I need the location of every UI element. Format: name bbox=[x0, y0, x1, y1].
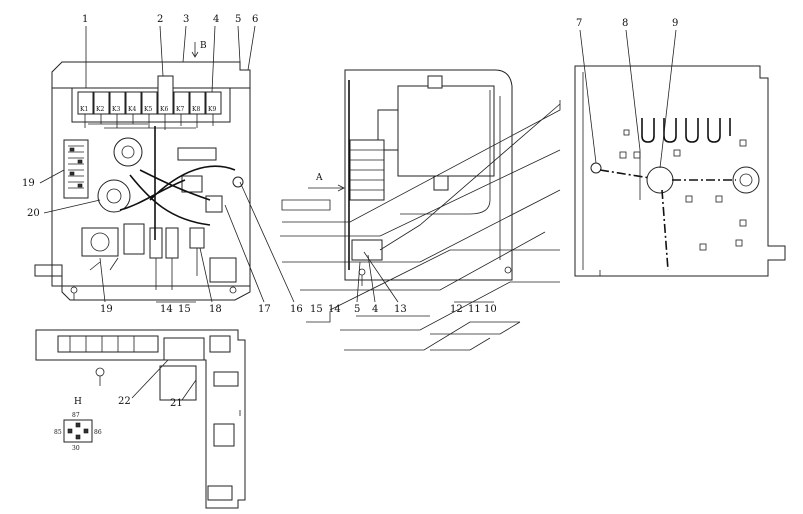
callout-5-center: 5 bbox=[354, 304, 360, 315]
relay-label-k9: K9 bbox=[208, 106, 216, 113]
callout-14-center: 14 bbox=[328, 304, 341, 315]
relay-label-k1: K1 bbox=[80, 106, 88, 113]
view-h-label: H bbox=[74, 397, 82, 407]
switch-upper bbox=[113, 137, 143, 167]
callout-19-upper: 19 bbox=[22, 178, 35, 189]
callout-6: 6 bbox=[252, 14, 258, 25]
callout-3: 3 bbox=[183, 14, 189, 25]
callout-13: 13 bbox=[394, 304, 407, 315]
pin-87: 87 bbox=[72, 412, 80, 419]
callout-9: 9 bbox=[672, 18, 678, 29]
wire-loops bbox=[641, 118, 731, 143]
right-callouts: 7 8 9 bbox=[576, 18, 678, 169]
callout-10: 10 bbox=[484, 304, 497, 315]
callout-12: 12 bbox=[450, 304, 463, 315]
relay-label-k8: K8 bbox=[192, 106, 200, 113]
callout-1: 1 bbox=[82, 14, 88, 25]
view-a-label: A bbox=[315, 173, 323, 183]
view-b-label: B bbox=[200, 41, 207, 51]
relay-label-k4: K4 bbox=[128, 106, 136, 113]
pin-30: 30 bbox=[72, 445, 80, 452]
callout-4-center: 4 bbox=[372, 304, 378, 315]
relay-label-k2: K2 bbox=[96, 106, 104, 113]
callout-4: 4 bbox=[213, 14, 219, 25]
callout-21: 21 bbox=[170, 398, 183, 409]
callout-20: 20 bbox=[27, 208, 40, 219]
resistor bbox=[177, 147, 217, 161]
switch-20 bbox=[97, 179, 131, 213]
lower-components bbox=[81, 223, 237, 290]
left-panel: K1 K2 K3 K4 K5 K6 K7 K8 K9 bbox=[34, 61, 251, 301]
right-panel bbox=[574, 65, 786, 277]
callout-15-left: 15 bbox=[178, 304, 191, 315]
callout-7: 7 bbox=[576, 18, 582, 29]
callout-2: 2 bbox=[157, 14, 163, 25]
relay-label-k5: K5 bbox=[144, 106, 152, 113]
callout-5: 5 bbox=[235, 14, 241, 25]
perspective-plates bbox=[280, 100, 561, 351]
callout-8: 8 bbox=[622, 18, 628, 29]
left-callouts: 1 2 3 4 5 6 B 19 20 19 14 15 18 17 16 bbox=[22, 14, 303, 315]
relay-label-k7: K7 bbox=[176, 106, 184, 113]
relay-detail-h: H 87 85 86 30 bbox=[54, 397, 102, 452]
fuse-block bbox=[63, 139, 89, 199]
callout-19-lower: 19 bbox=[100, 304, 113, 315]
callout-18: 18 bbox=[209, 304, 222, 315]
callout-15-center: 15 bbox=[310, 304, 323, 315]
callout-17: 17 bbox=[258, 304, 271, 315]
center-callouts: 15 14 5 4 13 12 11 10 bbox=[310, 103, 561, 315]
callout-14-left: 14 bbox=[160, 304, 173, 315]
relay-row: K1 K2 K3 K4 K5 K6 K7 K8 K9 bbox=[71, 75, 231, 130]
relay-label-k6: K6 bbox=[160, 106, 168, 113]
section-view bbox=[35, 329, 246, 509]
callout-11: 11 bbox=[468, 304, 481, 315]
relay-label-k3: K3 bbox=[112, 106, 120, 113]
center-panel bbox=[344, 69, 513, 286]
callout-16: 16 bbox=[290, 304, 303, 315]
callout-22: 22 bbox=[118, 396, 131, 407]
pin-86: 86 bbox=[94, 429, 102, 436]
pin-85: 85 bbox=[54, 429, 62, 436]
